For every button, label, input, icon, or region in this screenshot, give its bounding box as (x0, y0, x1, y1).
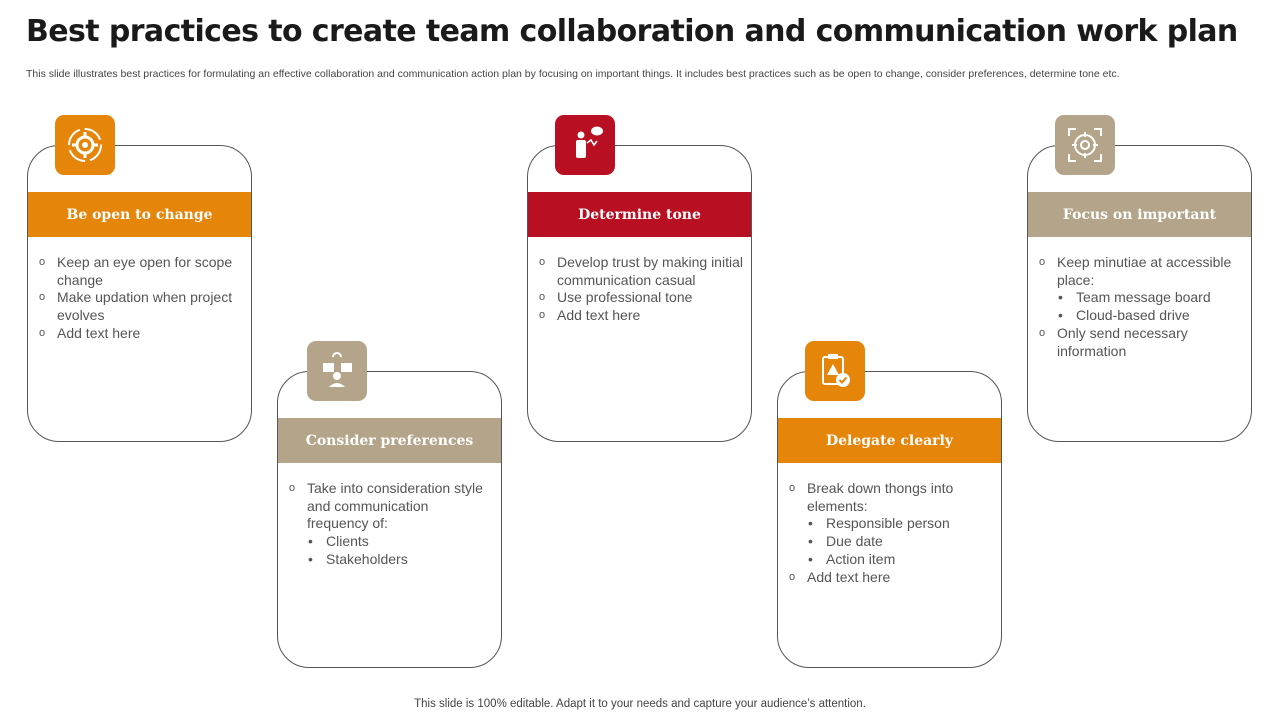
page-title: Best practices to create team collaborat… (26, 14, 1238, 49)
footer-note: This slide is 100% editable. Adapt it to… (414, 698, 866, 710)
gear-cycle-icon (55, 115, 115, 175)
card-title: Determine tone (528, 192, 751, 237)
sub-list-item: •Cloud-based drive (1058, 307, 1190, 324)
sub-list-item: •Clients (308, 533, 369, 550)
sub-list-item: •Action item (808, 550, 896, 567)
clipboard-check-icon (805, 341, 865, 401)
sub-list-item: •Due date (808, 533, 883, 550)
sub-list-item: •Team message board (1058, 289, 1211, 306)
card-title: Be open to change (28, 192, 251, 237)
team-preferences-icon (307, 341, 367, 401)
card-title: Consider preferences (278, 418, 501, 463)
sub-list-item: •Responsible person (808, 515, 950, 532)
card-title: Focus on important (1028, 192, 1251, 237)
sub-list-item: •Stakeholders (308, 550, 408, 567)
speaker-tone-icon (555, 115, 615, 175)
page-description: This slide illustrates best practices fo… (26, 68, 1120, 80)
card-title: Delegate clearly (778, 418, 1001, 463)
target-focus-icon (1055, 115, 1115, 175)
